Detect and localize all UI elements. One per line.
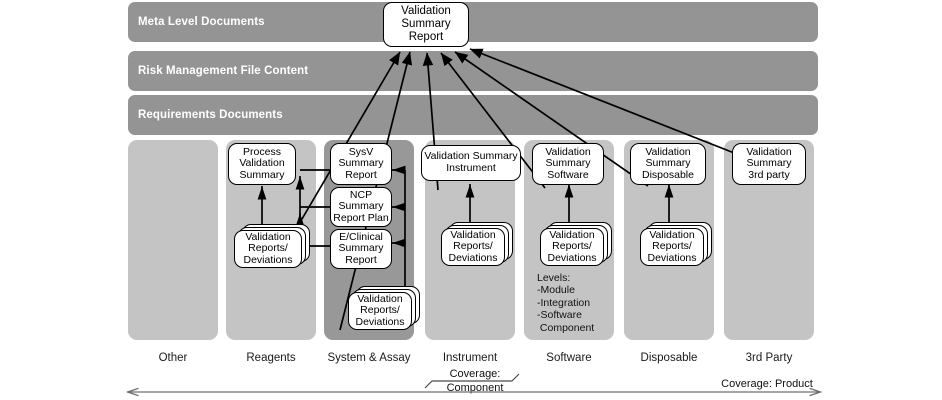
column-other — [128, 140, 218, 340]
stack-front[interactable]: Validation Reports/ Deviations — [540, 228, 604, 266]
column-caption-system-assay: System & Assay — [327, 352, 411, 364]
column-caption-other: Other — [158, 352, 188, 364]
node-process-validation-summary[interactable]: Process Validation Summary — [228, 143, 296, 185]
band-risk-management-file-content: Risk Management File Content — [128, 51, 818, 91]
node-validation-summary-software[interactable]: Validation Summary Software — [532, 143, 604, 185]
node-eclinical-summary-report[interactable]: E/Clinical Summary Report — [330, 229, 392, 269]
stack-front[interactable]: Validation Reports/ Deviations — [640, 228, 704, 266]
column-caption-3rd-party: 3rd Party — [745, 352, 793, 364]
stack-system-reports[interactable]: Validation Reports/ Deviations — [348, 286, 424, 332]
coverage-product-label: Coverage: Product — [721, 378, 813, 390]
column-caption-reagents: Reagents — [246, 352, 296, 364]
node-validation-summary-disposable[interactable]: Validation Summary Disposable — [630, 143, 706, 185]
stack-software-reports[interactable]: Validation Reports/ Deviations — [540, 222, 616, 266]
node-validation-summary-instrument[interactable]: Validation Summary Instrument — [421, 145, 521, 181]
node-validation-summary-report[interactable]: Validation Summary Report — [383, 2, 469, 47]
stack-disposable-reports[interactable]: Validation Reports/ Deviations — [640, 222, 716, 266]
coverage-component-label-line1: Coverage: — [449, 368, 501, 380]
column-caption-disposable: Disposable — [640, 352, 698, 364]
node-sysv-summary-report[interactable]: SysV Summary Report — [330, 143, 392, 185]
band-requirements-documents: Requirements Documents — [128, 95, 818, 135]
band-meta-level-documents: Meta Level Documents — [128, 2, 818, 42]
stack-front[interactable]: Validation Reports/ Deviations — [234, 230, 302, 268]
stack-front[interactable]: Validation Reports/ Deviations — [348, 292, 412, 330]
column-caption-software: Software — [546, 352, 592, 364]
stack-front[interactable]: Validation Reports/ Deviations — [441, 228, 505, 266]
coverage-component-label-line2: Component — [446, 382, 504, 394]
band-label: Risk Management File Content — [138, 65, 309, 77]
node-validation-summary-3rd-party[interactable]: Validation Summary 3rd party — [732, 143, 806, 185]
stack-instrument-reports[interactable]: Validation Reports/ Deviations — [441, 222, 517, 266]
levels-note: Levels: -Module -Integration -Software C… — [537, 272, 595, 334]
stack-reagents-reports[interactable]: Validation Reports/ Deviations — [234, 224, 310, 268]
band-label: Requirements Documents — [138, 109, 283, 121]
node-ncp-summary-report-plan[interactable]: NCP Summary Report Plan — [330, 187, 392, 227]
band-label: Meta Level Documents — [138, 16, 265, 28]
column-caption-instrument: Instrument — [442, 352, 498, 364]
